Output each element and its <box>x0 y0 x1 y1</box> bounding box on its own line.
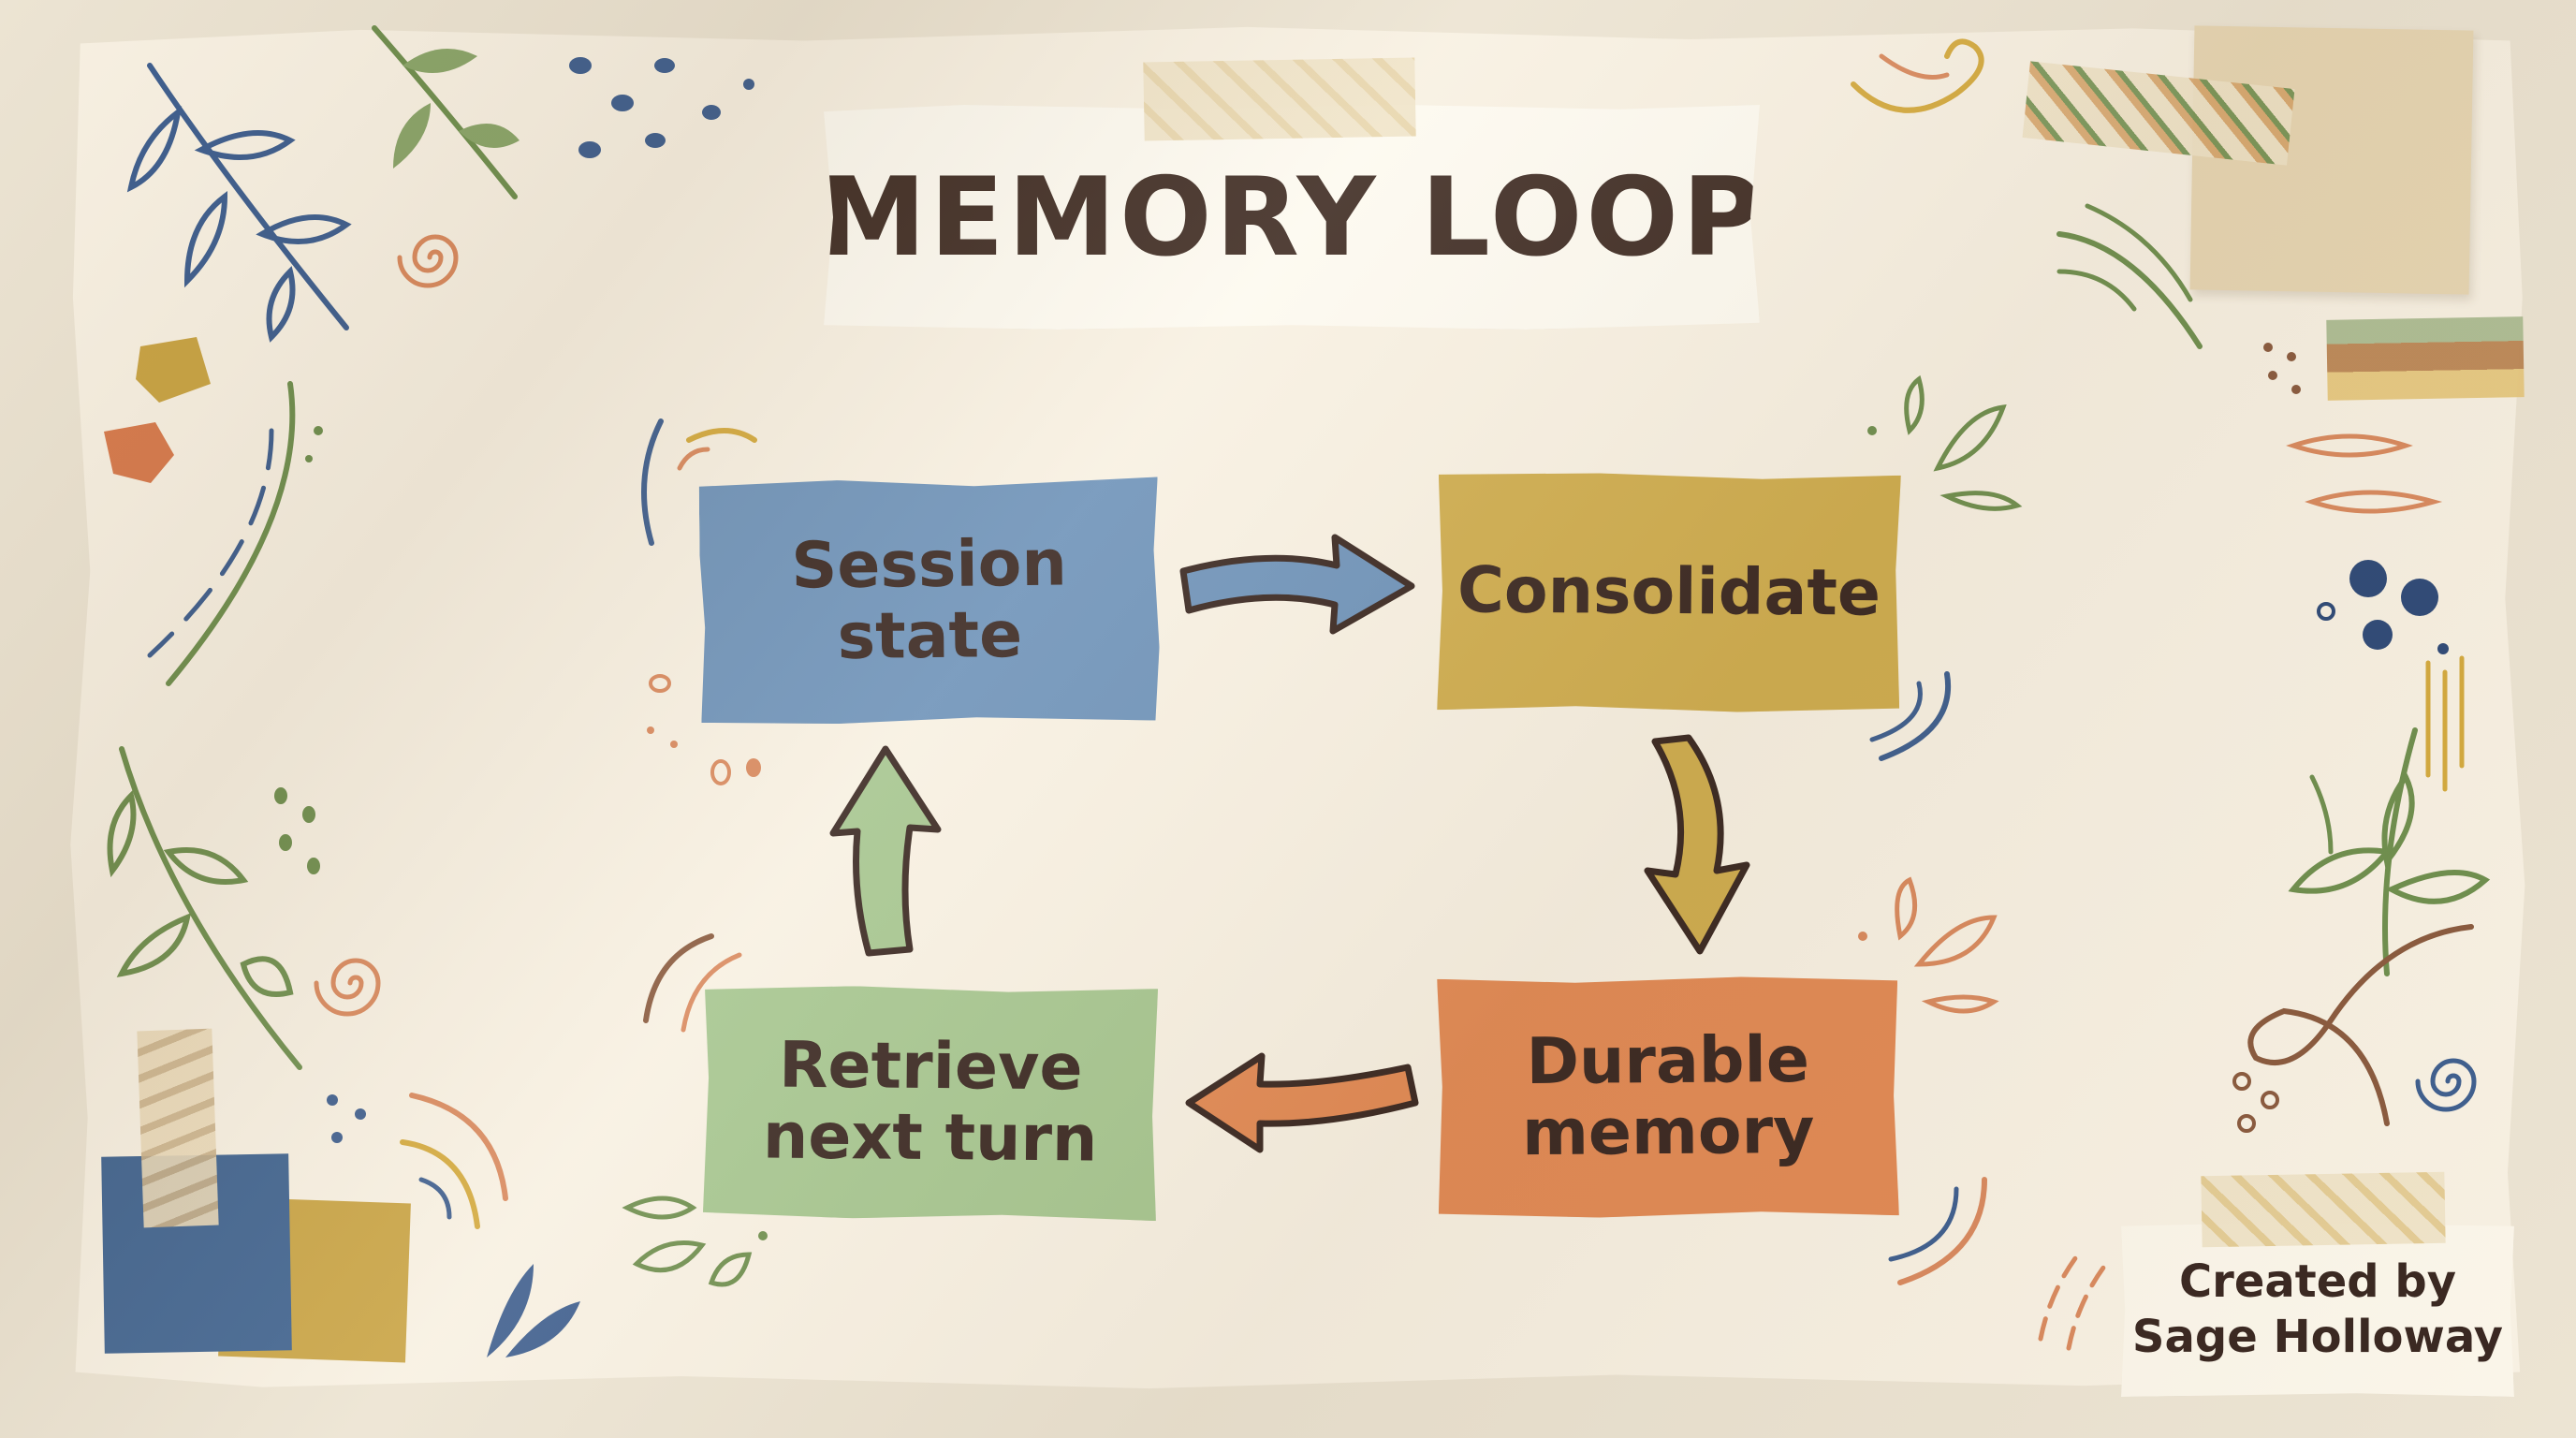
loop-swash-brown-icon <box>2247 924 2474 1126</box>
grass-strokes-green-icon <box>2056 203 2203 349</box>
node-label-consolidate: Consolidate <box>1456 553 1881 631</box>
spiral-orange-icon <box>314 958 381 1017</box>
leaf-branch-green-icon <box>107 746 302 1070</box>
dot-cluster-blue-icon <box>327 1094 366 1143</box>
leaf-sprig-green-icon <box>372 25 520 199</box>
arrow-consolidate-to-durable-icon <box>1644 734 1750 955</box>
paper-scrap-orange-icon <box>104 422 174 483</box>
stroke-marks-orange-icon <box>2038 1252 2109 1351</box>
accent-arcs-orange-icon <box>1888 1177 1987 1285</box>
title-card: MEMORY LOOP <box>824 105 1760 330</box>
leaf-outlines-orange-icon <box>2286 433 2443 514</box>
accent-leaves-green-icon <box>1867 374 2023 511</box>
credit-card: Created by Sage Holloway <box>2121 1223 2514 1397</box>
arc-lines-orange-icon <box>400 1093 508 1229</box>
spiral-blue-icon <box>2415 1058 2477 1112</box>
accent-arcs-icon <box>641 418 757 546</box>
node-durable-memory: Durable memory <box>1437 976 1899 1218</box>
paper-note-beige <box>2189 25 2474 295</box>
accent-dots-orange-icon <box>647 674 761 785</box>
page-title: MEMORY LOOP <box>817 154 1766 281</box>
arrow-session-to-consolidate-icon <box>1179 534 1415 635</box>
leaf-branch-blue-icon <box>126 63 352 343</box>
node-label-session-state: Session state <box>790 526 1068 675</box>
accent-arcs-blue-icon <box>1869 671 1952 761</box>
node-label-durable-memory: Durable memory <box>1521 1022 1815 1171</box>
credit-text: Created by Sage Holloway <box>2131 1255 2504 1363</box>
flowing-lines-green-icon <box>147 381 323 686</box>
node-consolidate: Consolidate <box>1437 472 1901 712</box>
dot-cluster-brown-icon <box>2232 1072 2279 1133</box>
washi-tape-leaves <box>137 1028 219 1228</box>
arrow-durable-to-retrieve-icon <box>1185 1052 1419 1153</box>
vertical-strokes-mustard-icon <box>2425 655 2465 792</box>
arrow-retrieve-to-session-icon <box>829 745 942 957</box>
berry-cluster-blue-icon <box>2317 560 2449 654</box>
washi-tape-stripes <box>2326 316 2525 401</box>
node-retrieve-next-turn: Retrieve next turn <box>703 985 1158 1221</box>
paper-scrap-mustard-icon <box>136 337 211 403</box>
dot-cluster-brown-icon <box>2263 343 2301 394</box>
swirl-mustard-icon <box>1851 38 1984 113</box>
dot-cluster-green-icon <box>274 787 320 874</box>
node-label-retrieve-next-turn: Retrieve next turn <box>762 1028 1098 1177</box>
accent-arcs-brown-icon <box>643 933 742 1033</box>
dot-cluster-blue-icon <box>569 57 754 158</box>
leaf-fan-blue-icon <box>487 1264 580 1357</box>
washi-tape-title <box>1143 57 1416 141</box>
accent-leaves-orange-icon <box>1858 876 1999 1014</box>
node-session-state: Session state <box>699 477 1161 725</box>
spiral-orange-icon <box>397 234 459 288</box>
washi-tape-credit <box>2201 1171 2446 1248</box>
accent-leaves-green-icon <box>622 1196 768 1287</box>
leaf-branch-green-icon <box>2288 727 2491 976</box>
